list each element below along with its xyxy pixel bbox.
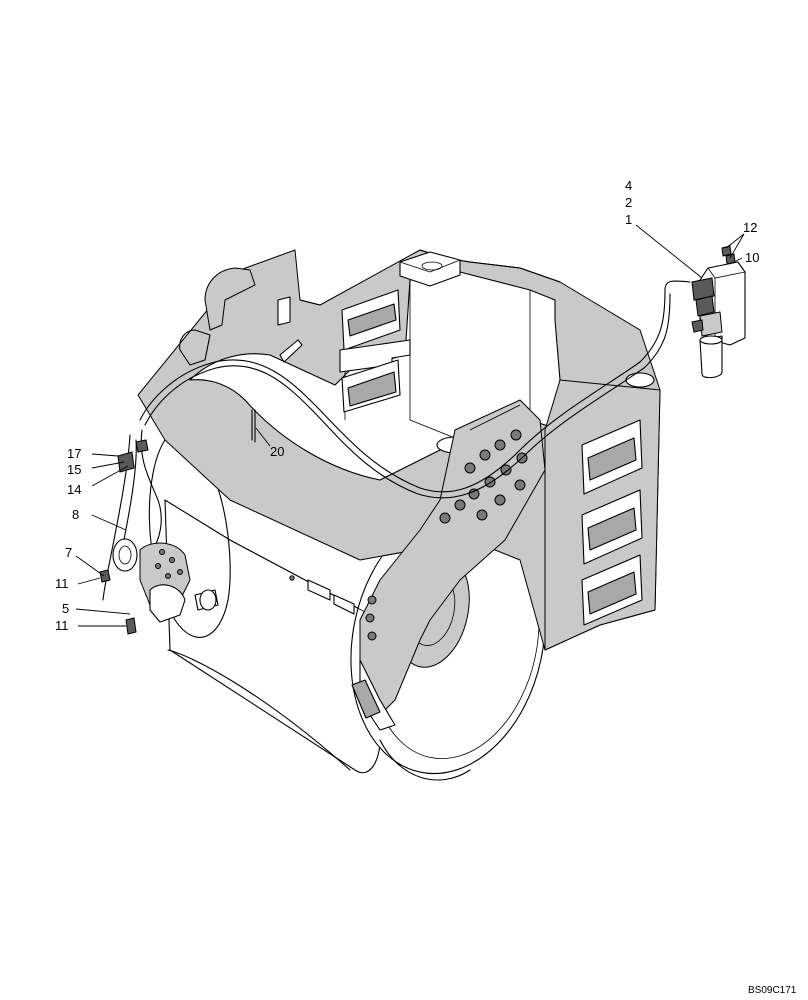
callout-2: 2 (625, 195, 632, 210)
callout-8: 8 (72, 507, 79, 522)
reference-code: BS09C171 (748, 985, 797, 996)
callout-labels: 4 2 1 12 10 20 17 15 14 8 7 11 5 11 BS09… (55, 178, 797, 996)
rear-steps (339, 289, 411, 413)
callout-14: 14 (67, 482, 81, 497)
item-20-rod (251, 409, 256, 443)
callout-20: 20 (270, 444, 284, 459)
leader-15 (91, 461, 125, 469)
leader-7 (75, 555, 105, 577)
callout-5: 5 (62, 601, 69, 616)
vibration-motor (99, 439, 219, 635)
leader-lines (75, 224, 745, 627)
valve-block-assembly (691, 245, 746, 379)
leader-10 (733, 257, 743, 263)
callout-10: 10 (745, 250, 759, 265)
callout-7: 7 (65, 545, 72, 560)
leader-20 (255, 427, 271, 447)
callout-11-upper: 11 (55, 576, 69, 591)
leader-11a (77, 577, 101, 585)
leader-12a (725, 233, 745, 249)
callout-15: 15 (67, 462, 81, 477)
callout-4: 4 (625, 178, 632, 193)
leader-14 (91, 465, 129, 487)
leader-12b (729, 233, 745, 259)
side-steps (581, 419, 643, 626)
leader-17 (91, 453, 119, 457)
plate-holes (365, 429, 528, 641)
callout-12: 12 (743, 220, 757, 235)
callout-17: 17 (67, 446, 81, 461)
leader-1 (635, 224, 703, 279)
leader-8 (91, 514, 127, 531)
front-side-plate (351, 399, 546, 731)
callout-11-lower: 11 (55, 618, 69, 633)
leader-5 (75, 608, 131, 615)
callout-1: 1 (625, 212, 632, 227)
